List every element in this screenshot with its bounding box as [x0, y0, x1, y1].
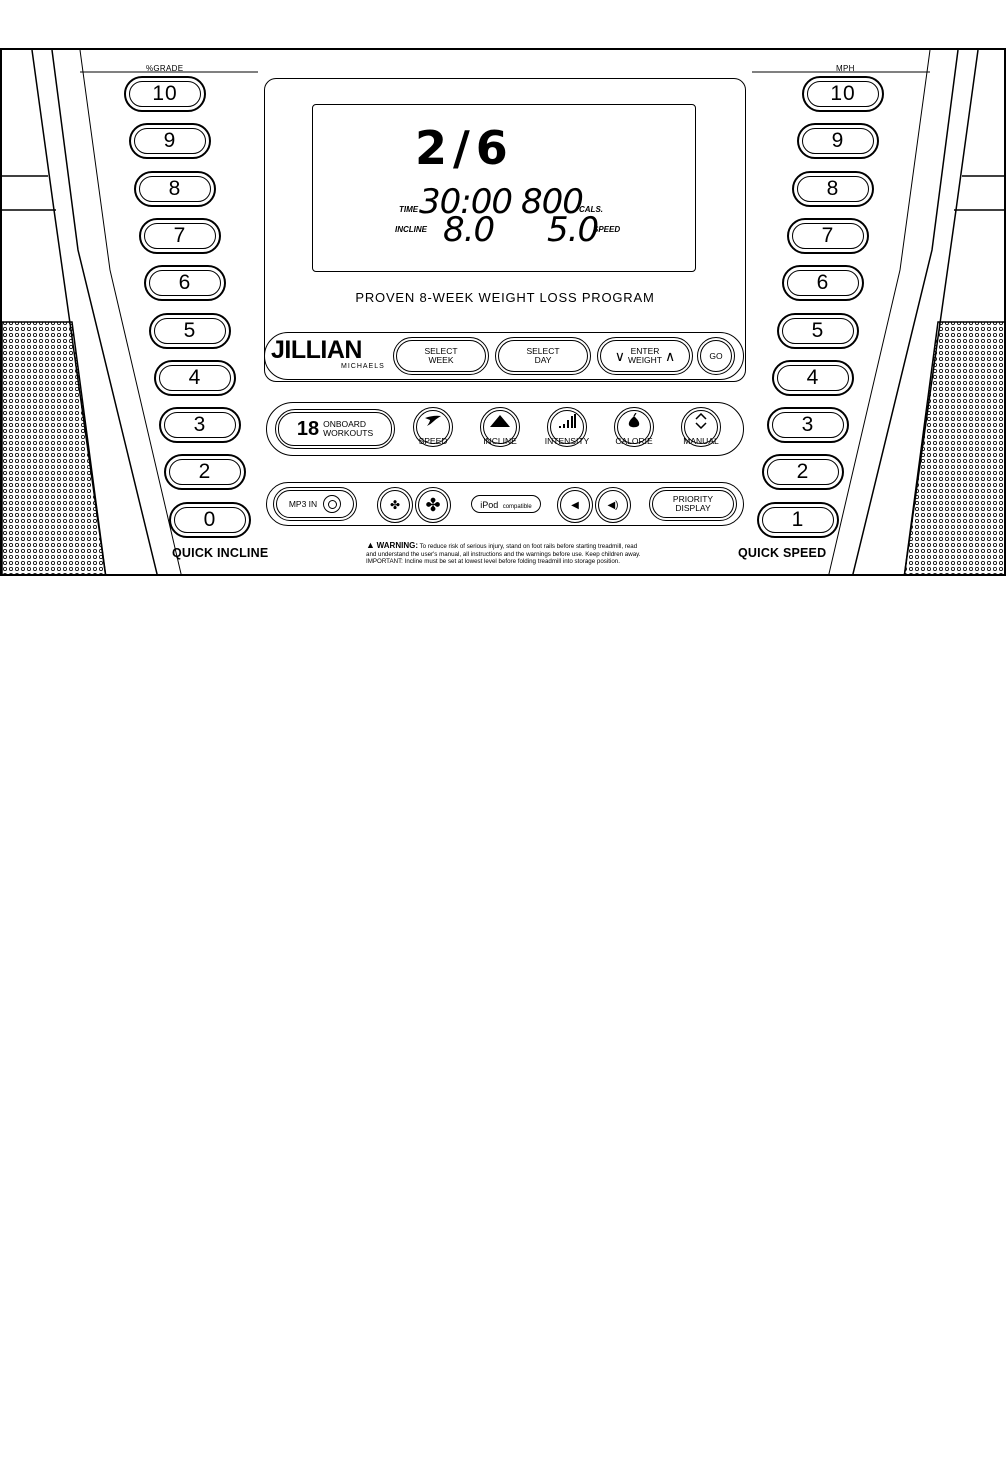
speed-button-6[interactable]: 6: [782, 265, 864, 302]
workout-intensity-button[interactable]: [547, 407, 587, 447]
lcd-display: 2/6 TIME 30:00 800 CALS. INCLINE 8.0 5.0…: [312, 104, 696, 272]
quick-speed-caption: QUICK SPEED: [738, 546, 827, 560]
speed-button-3[interactable]: 3: [767, 407, 849, 444]
display-frame: [264, 78, 746, 382]
workout-incline-label: INCLINE: [483, 436, 517, 446]
brand-logo: JILLIAN: [271, 336, 362, 364]
incline-display-label: INCLINE: [395, 225, 427, 234]
incline-button-4[interactable]: 4: [154, 359, 236, 396]
chevron-up-icon: ∧: [665, 347, 676, 364]
incline-unit-label: %GRADE: [146, 64, 184, 73]
volume-up-icon: ◀): [607, 499, 619, 511]
speed-display-label: SPEED: [593, 225, 621, 234]
chevron-down-icon: ∨: [614, 347, 625, 364]
incline-button-5[interactable]: 5: [149, 312, 231, 349]
volume-up-button[interactable]: ◀): [595, 487, 631, 523]
up-down-arrows-icon: [694, 412, 708, 434]
left-speaker-grille: [2, 321, 107, 574]
speed-button-4[interactable]: 4: [772, 359, 854, 396]
fan-low-button[interactable]: ✤: [377, 487, 413, 523]
speed-button-7[interactable]: 7: [787, 217, 869, 254]
incline-button-3[interactable]: 3: [159, 407, 241, 444]
volume-down-button[interactable]: ◀: [557, 487, 593, 523]
ipod-compatible-badge: iPod compatible: [471, 495, 541, 513]
go-button[interactable]: GO: [697, 337, 735, 375]
pear-icon: [627, 412, 641, 434]
incline-button-0[interactable]: 0: [169, 501, 251, 538]
speed-button-1[interactable]: 1: [757, 501, 839, 538]
mountain-icon: [490, 414, 510, 432]
speed-button-9[interactable]: 9: [797, 123, 879, 160]
quick-incline-caption: QUICK INCLINE: [172, 546, 269, 560]
fan-low-icon: ✤: [389, 498, 401, 512]
incline-button-6[interactable]: 6: [144, 265, 226, 302]
mp3-in-jack[interactable]: MP3 IN: [273, 487, 357, 521]
time-readout: 30:00: [419, 182, 513, 222]
speed-button-8[interactable]: 8: [792, 170, 874, 207]
console-outline: [2, 50, 1004, 574]
time-label: TIME: [399, 205, 419, 214]
audio-jack-icon: [323, 495, 342, 513]
speed-button-2[interactable]: 2: [762, 454, 844, 491]
signal-bars-icon: [558, 413, 576, 433]
wing-icon: [424, 414, 442, 432]
workout-intensity-label: INTENSITY: [544, 436, 590, 446]
fan-high-button[interactable]: ✤: [415, 487, 451, 523]
workout-calorie-label: CALORIE: [615, 436, 653, 446]
fan-high-icon: ✤: [425, 494, 441, 515]
speed-unit-label: MPH: [836, 64, 855, 73]
incline-button-7[interactable]: 7: [139, 217, 221, 254]
calories-readout: 800: [521, 182, 584, 222]
volume-down-icon: ◀: [571, 499, 579, 511]
workout-speed-label: SPEED: [418, 436, 448, 446]
incline-button-8[interactable]: 8: [134, 170, 216, 207]
calories-label: CALS.: [579, 205, 603, 214]
speed-button-10[interactable]: 10: [802, 76, 884, 112]
incline-button-9[interactable]: 9: [129, 123, 211, 160]
workout-incline-button[interactable]: [480, 407, 520, 447]
incline-button-2[interactable]: 2: [164, 454, 246, 491]
workout-calorie-button[interactable]: [614, 407, 654, 447]
incline-readout: 8.0: [443, 210, 495, 250]
speed-button-5[interactable]: 5: [777, 312, 859, 349]
audio-button-row: MP3 IN ✤ ✤ iPod compatible ◀ ◀) PRIORITY…: [266, 482, 744, 526]
week-day-readout: 2/6: [415, 121, 514, 175]
workout-speed-button[interactable]: [413, 407, 453, 447]
warning-text: ▲ WARNING: To reduce risk of serious inj…: [366, 540, 641, 566]
workout-manual-label: MANUAL: [683, 436, 719, 446]
incline-button-10[interactable]: 10: [124, 76, 206, 112]
right-speaker-grille: [903, 321, 1004, 574]
warning-triangle-icon: ▲: [366, 540, 375, 550]
workout-manual-button[interactable]: [681, 407, 721, 447]
program-title: PROVEN 8-WEEK WEIGHT LOSS PROGRAM: [355, 290, 655, 305]
treadmill-console-panel: %GRADE 10 9 8 7 6 5 4 3 2 0 QUICK INCLINE MPH 10 9…: [0, 48, 1006, 576]
speed-readout: 5.0: [547, 210, 599, 250]
brand-sub: MICHAELS: [341, 363, 385, 370]
